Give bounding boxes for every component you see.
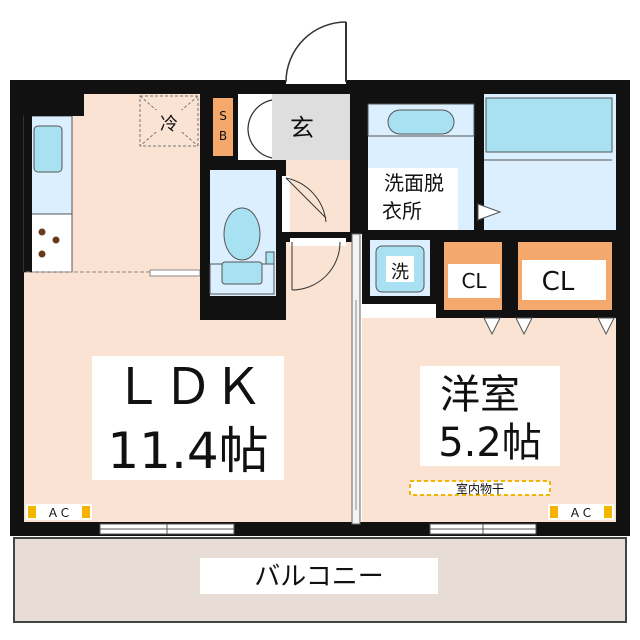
western-room-name: 洋室 xyxy=(440,372,520,418)
ac-right: ＡＣ xyxy=(548,504,614,520)
ldk-window xyxy=(99,523,235,535)
bathroom xyxy=(476,94,616,234)
stove-burner-icon xyxy=(52,236,60,244)
washer-label: 洗 xyxy=(391,262,409,283)
balcony-label: バルコニー xyxy=(254,562,383,592)
washroom-label-line2: 衣所 xyxy=(382,199,422,223)
shoe-box-label: SB xyxy=(0,0,2,1)
stove-burner-icon xyxy=(38,228,46,236)
washer-pan: 洗 xyxy=(362,234,436,304)
western-room-size: 5.2帖 xyxy=(438,420,542,466)
ac-right-label: ＡＣ xyxy=(569,506,593,520)
stove-burner-icon xyxy=(38,250,46,258)
closet-2: CL xyxy=(510,234,616,318)
shoe-box-label-s: S xyxy=(219,109,227,123)
kitchen-counter xyxy=(23,115,73,273)
indoor-drying-bar: 室内物干 xyxy=(409,480,551,496)
toilet-icon xyxy=(223,207,261,261)
shoe-box-label-b: B xyxy=(219,129,227,143)
closet-door-marks xyxy=(483,317,615,336)
entrance: 玄 xyxy=(238,94,354,160)
shoe-box: S B SB xyxy=(0,0,238,160)
ldk-door xyxy=(290,238,346,291)
bathtub-icon xyxy=(485,97,613,153)
wash-basin-icon xyxy=(387,109,455,135)
western-window xyxy=(429,523,537,535)
ac-left-label: ＡＣ xyxy=(47,506,71,520)
toilet-room xyxy=(200,160,286,320)
closet-1: CL xyxy=(436,234,510,318)
washroom: 洗面脱 衣所 xyxy=(362,94,480,234)
ac-left: ＡＣ xyxy=(26,504,92,520)
ldk-size: 11.4帖 xyxy=(107,422,268,480)
ldk-name: ＬＤＫ xyxy=(113,358,263,416)
washroom-label-line1: 洗面脱 xyxy=(384,171,444,195)
fridge-label: 冷 xyxy=(160,114,178,135)
fridge-space: 冷 xyxy=(139,95,199,147)
entrance-door xyxy=(285,21,347,84)
closet-2-label: CL xyxy=(542,267,575,297)
balcony: バルコニー xyxy=(13,537,627,623)
toilet-door xyxy=(282,176,327,232)
indoor-drying-label: 室内物干 xyxy=(456,481,504,496)
entrance-label: 玄 xyxy=(290,114,314,142)
closet-1-label: CL xyxy=(461,269,487,293)
